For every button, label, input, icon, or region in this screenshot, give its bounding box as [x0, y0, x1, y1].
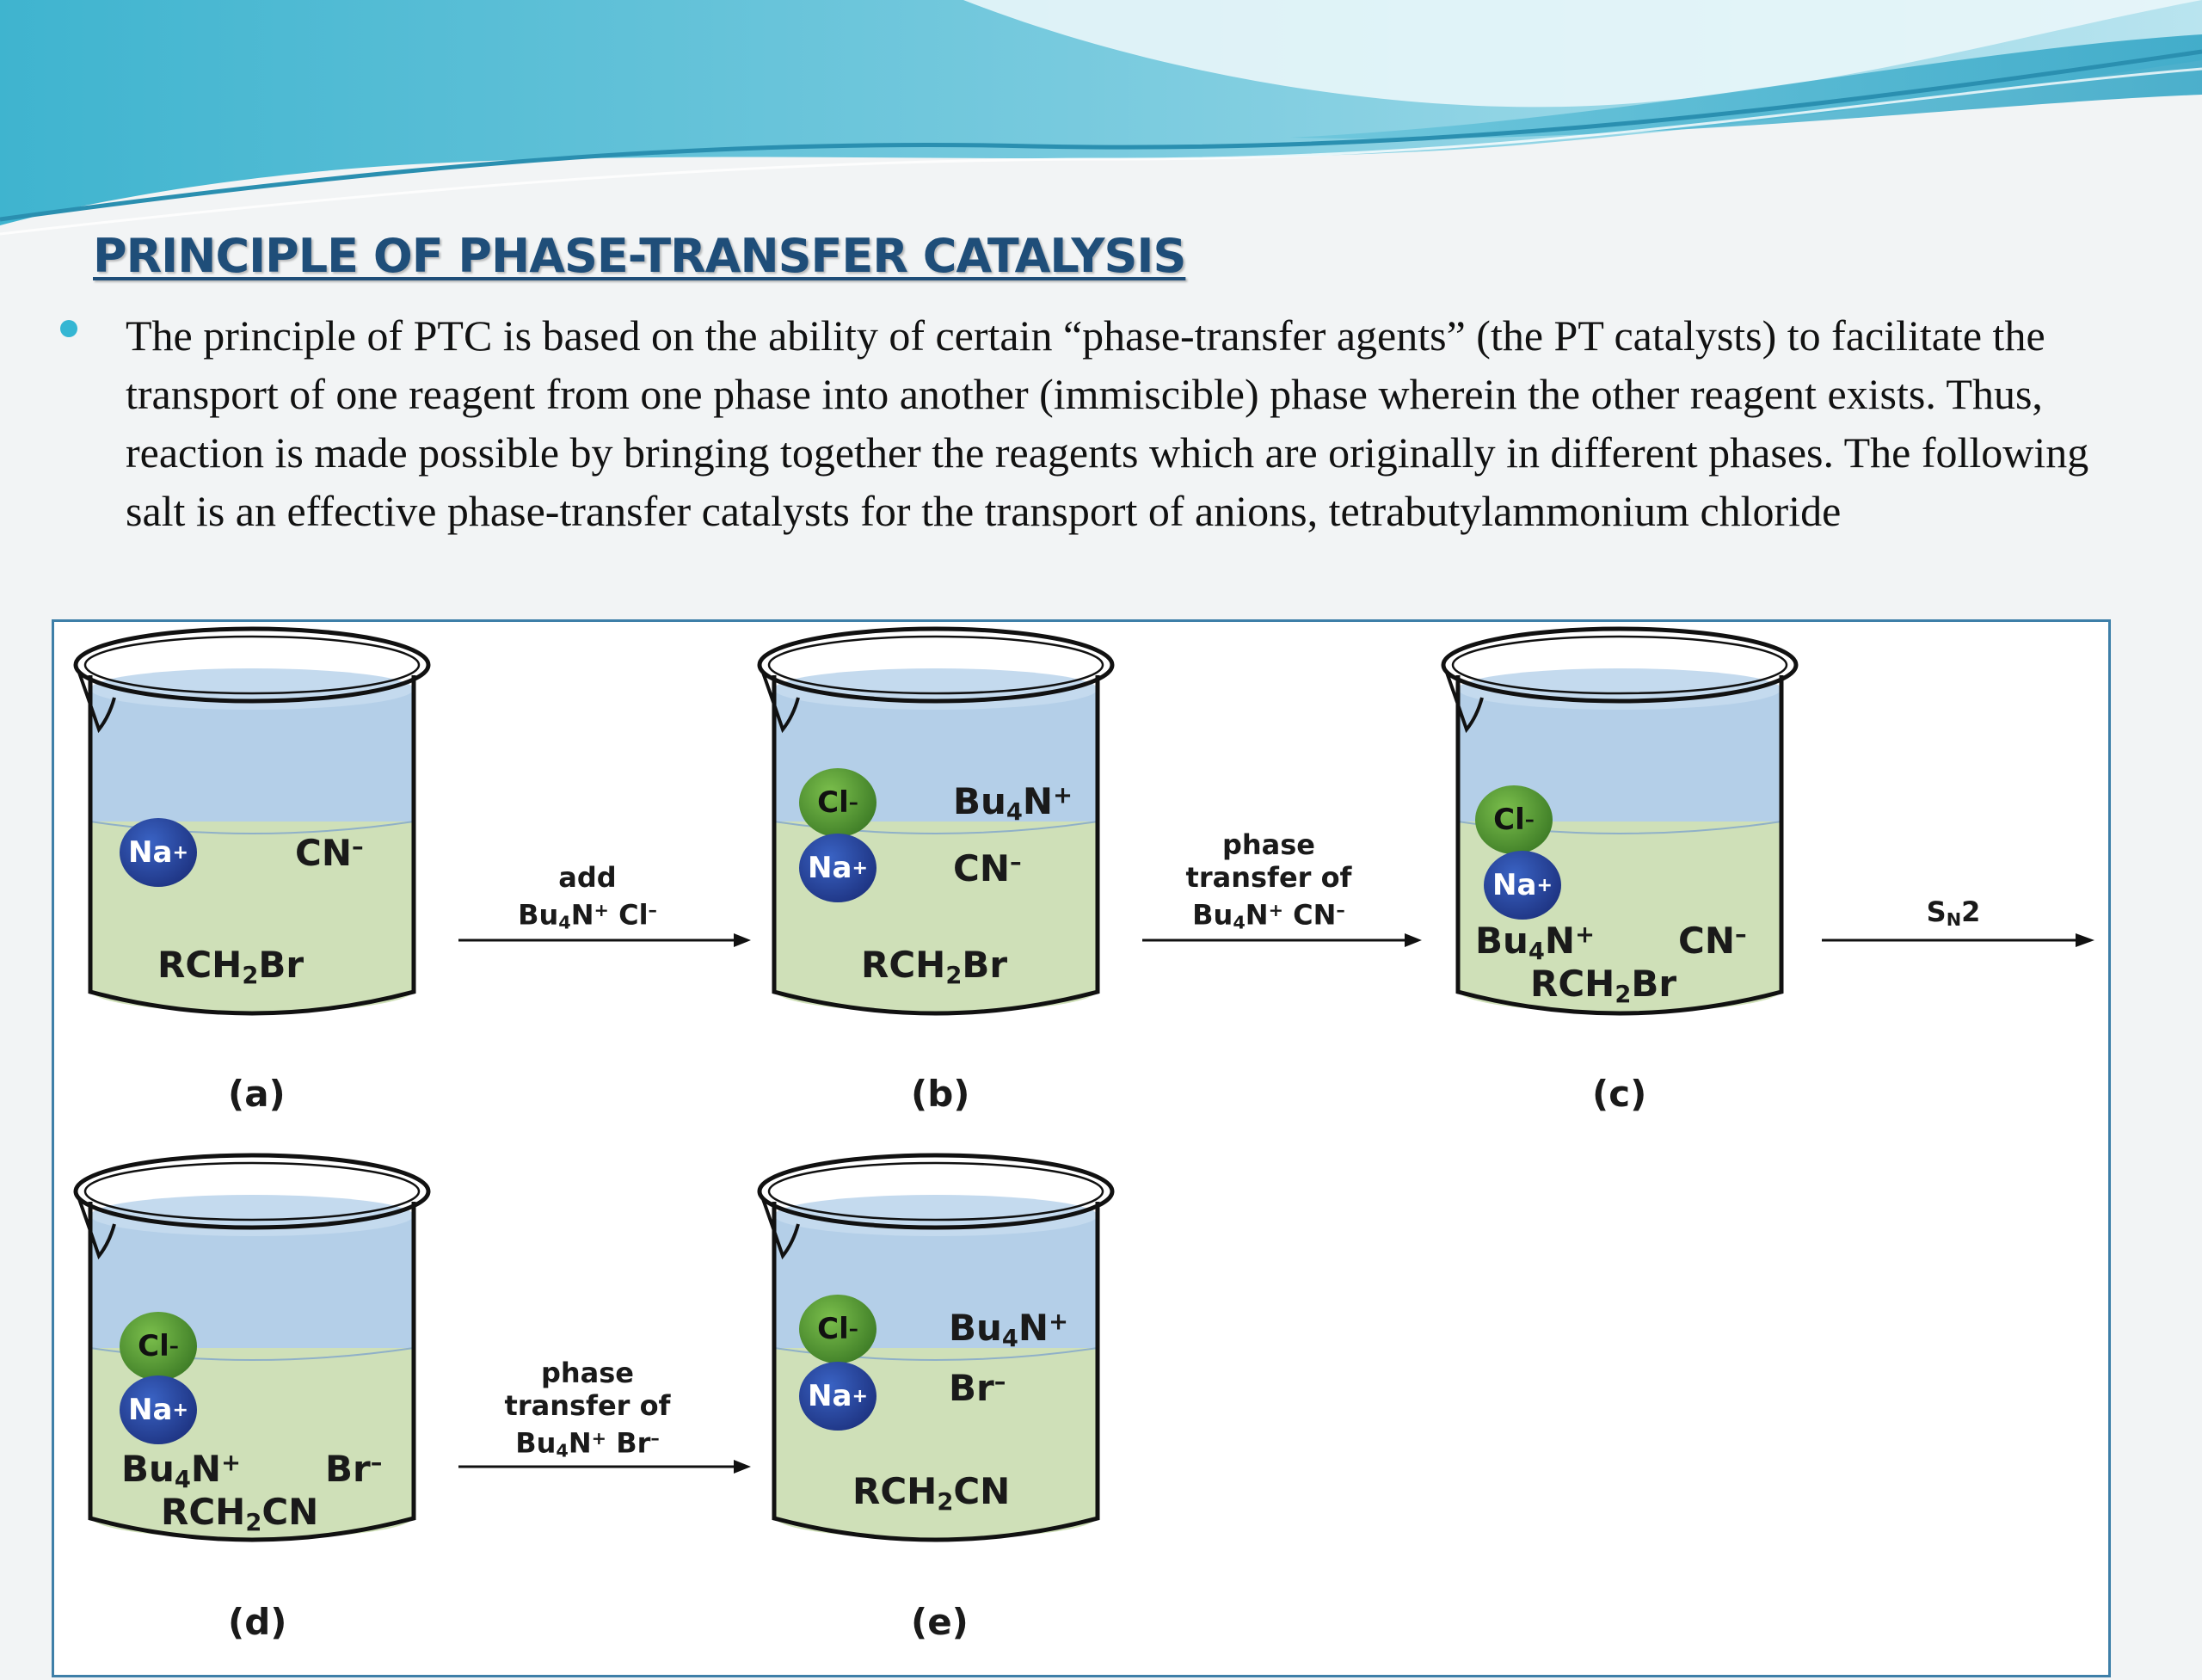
- arrow-cd: [1822, 933, 2094, 947]
- organic-rch2br-c: RCH2Br: [1530, 963, 1677, 1008]
- organic-rch2br-a: RCH2Br: [157, 944, 304, 989]
- chloride-ion-c: Cl–: [1475, 785, 1553, 854]
- sodium-ion-d: Na+: [120, 1375, 197, 1444]
- catalyst-cation-e: Bu4N+: [949, 1307, 1068, 1352]
- header-wave-decoration: [0, 0, 2202, 236]
- sodium-ion-a: Na+: [120, 818, 197, 887]
- chloride-ion-e: Cl–: [799, 1295, 876, 1363]
- chloride-ion-d: Cl–: [120, 1312, 197, 1381]
- caption-c: (c): [1592, 1073, 1647, 1115]
- bromide-e: Br–: [949, 1367, 1006, 1409]
- catalyst-cation-b: Bu4N+: [953, 780, 1073, 826]
- organic-rch2br-b: RCH2Br: [861, 944, 1008, 989]
- cyanide-c: CN–: [1678, 920, 1747, 962]
- bullet-icon: [60, 320, 77, 337]
- body-text: The principle of PTC is based on the abi…: [126, 311, 2089, 535]
- catalyst-cation-d: Bu4N+: [121, 1448, 241, 1493]
- caption-d: (d): [228, 1601, 287, 1643]
- arrow-label-cd: SN2: [1926, 895, 1981, 931]
- cyanide-a: CN–: [295, 832, 364, 874]
- organic-rch2cn-e: RCH2CN: [852, 1470, 1011, 1516]
- arrow-ab: [458, 933, 751, 947]
- cyanide-b: CN–: [953, 847, 1022, 889]
- slide-title: PRINCIPLE OF PHASE-TRANSFER CATALYSIS: [93, 229, 1186, 283]
- chloride-ion-b: Cl–: [799, 768, 876, 837]
- diagram-graphics: [54, 622, 2094, 1680]
- sodium-ion-c: Na+: [1484, 851, 1561, 920]
- caption-e: (e): [911, 1601, 969, 1643]
- arrow-de: [458, 1460, 751, 1474]
- sodium-ion-b: Na+: [799, 834, 876, 902]
- caption-b: (b): [911, 1073, 970, 1115]
- sodium-ion-e: Na+: [799, 1362, 876, 1431]
- arrow-bc: [1142, 933, 1422, 947]
- caption-a: (a): [228, 1073, 286, 1115]
- bromide-d: Br–: [325, 1448, 383, 1490]
- catalyst-cation-c: Bu4N+: [1475, 920, 1595, 965]
- organic-rch2cn-d: RCH2CN: [161, 1491, 319, 1536]
